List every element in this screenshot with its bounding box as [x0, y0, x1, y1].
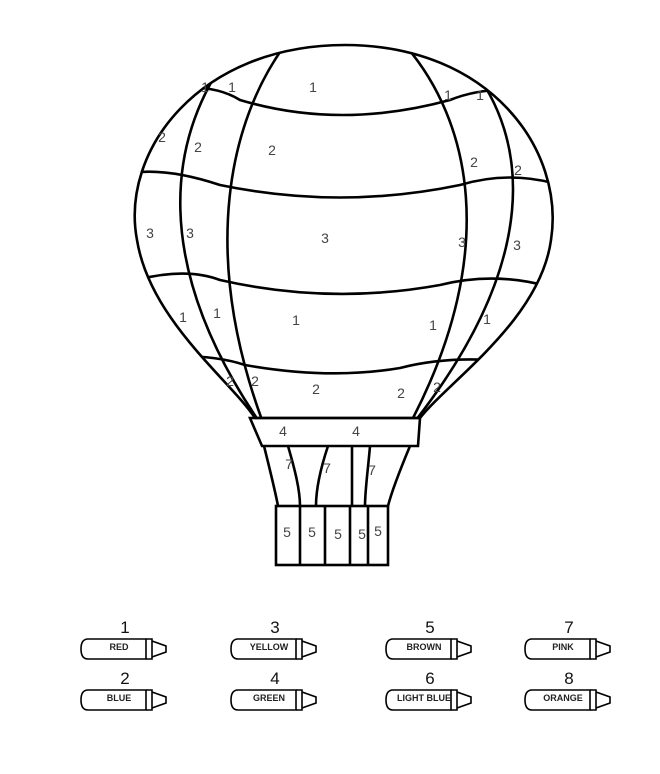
color-name: LIGHT BLUE: [397, 693, 451, 703]
region-number: 2: [158, 129, 166, 145]
region-number: 1: [444, 87, 452, 103]
region-number: 5: [308, 524, 316, 540]
region-number: 5: [358, 526, 366, 542]
color-name: GREEN: [252, 693, 285, 703]
basket: [274, 504, 390, 567]
key-number: 5: [425, 618, 435, 637]
key-number: 4: [270, 669, 280, 688]
region-number: 1: [476, 87, 484, 103]
balloon-band: [248, 416, 422, 448]
key-number: 7: [564, 618, 574, 637]
region-number: 1: [201, 79, 209, 95]
region-number: 2: [470, 154, 478, 170]
region-number: 2: [397, 385, 405, 401]
color-name: PINK: [552, 642, 574, 652]
region-number: 1: [213, 305, 221, 321]
region-number: 4: [279, 423, 287, 439]
color-name: RED: [109, 642, 129, 652]
region-number: 1: [228, 79, 236, 95]
region-number: 2: [251, 373, 259, 389]
region-number: 2: [514, 162, 522, 178]
region-number: 3: [186, 225, 194, 241]
region-number: 3: [513, 237, 521, 253]
crayon-icon: ORANGE: [524, 688, 624, 711]
region-number: 2: [226, 373, 234, 389]
region-number: 5: [283, 524, 291, 540]
crayon-icon: BLUE: [80, 688, 180, 711]
color-name: BLUE: [106, 693, 132, 703]
region-number: 3: [321, 230, 329, 246]
crayon-icon: RED: [80, 637, 180, 660]
crayon-icon: GREEN: [230, 688, 330, 711]
crayon-icon: LIGHT BLUE: [385, 688, 485, 711]
key-number: 8: [564, 669, 574, 688]
crayon-icon: PINK: [524, 637, 624, 660]
key-number: 6: [425, 669, 435, 688]
region-number: 2: [268, 142, 276, 158]
key-number: 2: [120, 669, 130, 688]
color-name: BROWN: [406, 642, 442, 652]
key-number: 1: [120, 618, 130, 637]
region-number: 7: [368, 462, 376, 478]
region-number: 7: [285, 456, 293, 472]
region-number: 5: [374, 523, 382, 539]
region-number: 1: [483, 311, 491, 327]
region-number: 1: [292, 312, 300, 328]
color-name: ORANGE: [543, 693, 583, 703]
region-number: 3: [458, 234, 466, 250]
region-number: 2: [433, 379, 441, 395]
envelope-outline: [133, 43, 554, 420]
region-number: 1: [429, 317, 437, 333]
crayon-icon: YELLOW: [230, 637, 330, 660]
ropes: [262, 445, 412, 507]
region-number: 1: [179, 309, 187, 325]
region-number: 5: [334, 526, 342, 542]
crayon-icon: BROWN: [385, 637, 485, 660]
region-number: 2: [194, 139, 202, 155]
color-name: YELLOW: [249, 642, 289, 652]
region-number: 2: [312, 381, 320, 397]
region-number: 1: [309, 79, 317, 95]
key-number: 3: [270, 618, 280, 637]
region-number: 3: [146, 225, 154, 241]
region-number: 4: [352, 423, 360, 439]
region-number: 7: [323, 460, 331, 476]
